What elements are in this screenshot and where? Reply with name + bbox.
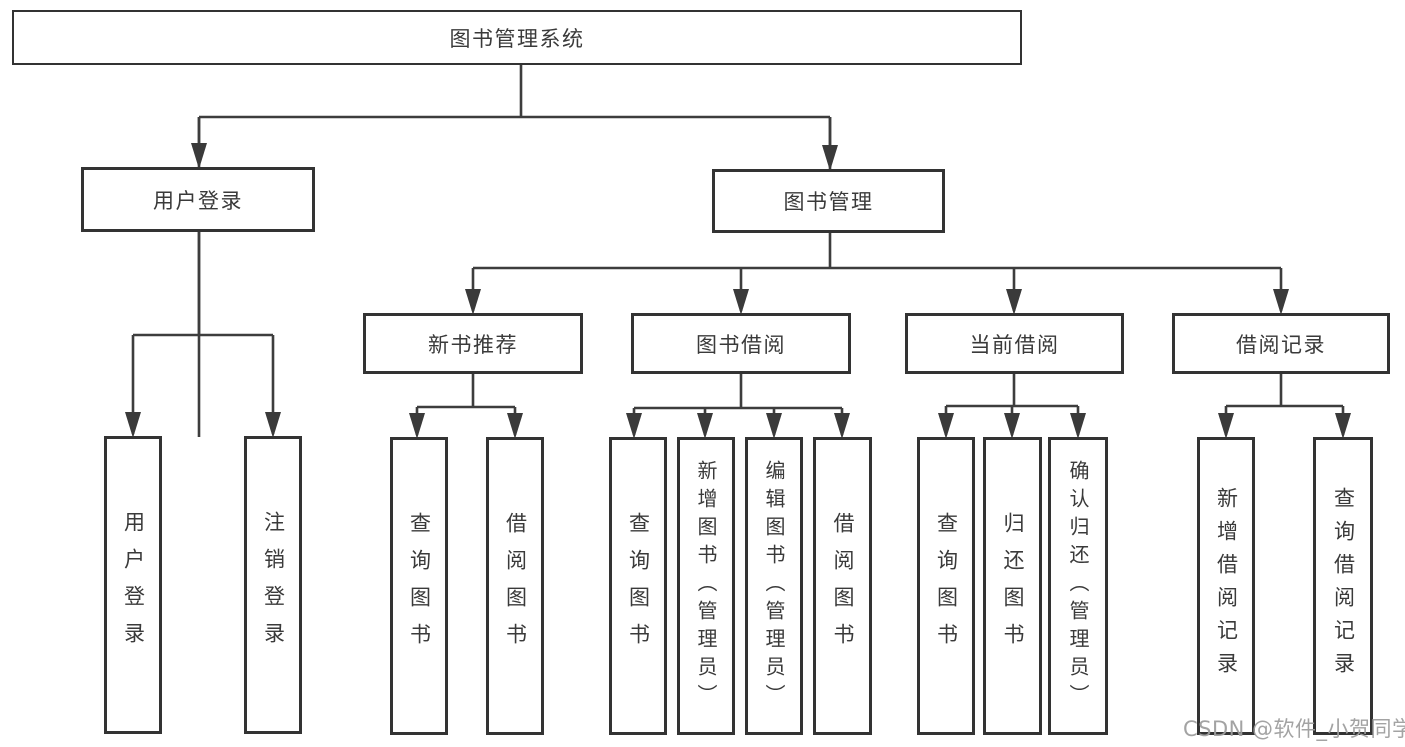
- leaf-user-login: 用户登录: [104, 436, 162, 734]
- node-label: 新书推荐: [428, 332, 518, 357]
- node-label: 图书借阅: [696, 332, 786, 357]
- leaf-edit-books-admin: 编辑图书（管理员）: [745, 437, 803, 735]
- node-library-management-system: 图书管理系统: [12, 10, 1022, 65]
- leaf-query-books-current: 查询图书: [917, 437, 975, 735]
- node-label: 新增借阅记录: [1214, 487, 1239, 685]
- node-label: 用户登录: [121, 511, 146, 659]
- node-label: 查询图书: [626, 512, 651, 660]
- node-label: 编辑图书（管理员）: [762, 460, 786, 712]
- node-label: 图书管理: [783, 190, 874, 214]
- node-label: 新增图书（管理员）: [694, 460, 718, 712]
- node-user-login: 用户登录: [81, 167, 315, 232]
- leaf-add-borrow-record: 新增借阅记录: [1197, 437, 1255, 735]
- leaf-query-books-recommend: 查询图书: [390, 437, 448, 735]
- node-book-management: 图书管理: [712, 169, 945, 233]
- leaf-confirm-return-admin: 确认归还（管理员）: [1048, 437, 1108, 735]
- node-current-borrowing: 当前借阅: [905, 313, 1124, 374]
- node-label: 借阅记录: [1236, 332, 1326, 357]
- node-label: 确认归还（管理员）: [1066, 460, 1090, 712]
- node-borrowing-records: 借阅记录: [1172, 313, 1390, 374]
- node-label: 图书管理系统: [449, 26, 585, 51]
- csdn-watermark: CSDN @软件_小贺同学: [1183, 717, 1405, 741]
- leaf-add-books-admin: 新增图书（管理员）: [677, 437, 735, 735]
- node-label: 注销登录: [261, 511, 286, 659]
- node-label: 用户登录: [153, 188, 243, 213]
- node-label: 当前借阅: [969, 332, 1060, 357]
- node-book-borrowing: 图书借阅: [631, 313, 851, 374]
- leaf-query-borrow-record: 查询借阅记录: [1313, 437, 1373, 735]
- node-label: 归还图书: [1001, 512, 1025, 660]
- leaf-borrow-books-recommend: 借阅图书: [486, 437, 544, 735]
- node-new-book-recommendation: 新书推荐: [363, 313, 583, 374]
- node-label: 查询借阅记录: [1331, 487, 1356, 685]
- node-label: 借阅图书: [831, 512, 855, 660]
- node-label: 借阅图书: [503, 512, 528, 660]
- leaf-logout: 注销登录: [244, 436, 302, 734]
- leaf-return-books: 归还图书: [983, 437, 1042, 735]
- leaf-borrow-books: 借阅图书: [813, 437, 872, 735]
- node-label: 查询图书: [934, 512, 959, 660]
- node-label: 查询图书: [407, 512, 432, 660]
- leaf-query-books-borrow: 查询图书: [609, 437, 667, 735]
